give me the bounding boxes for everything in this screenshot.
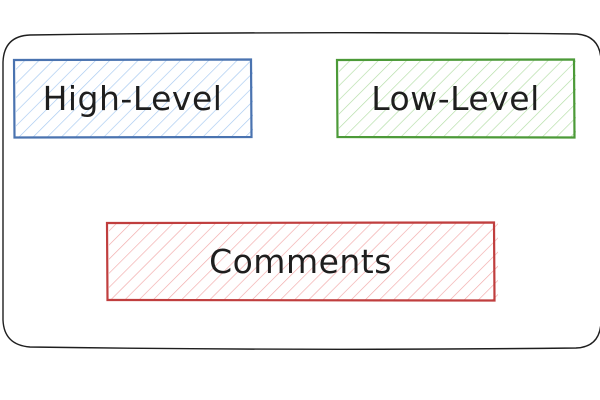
low-level-hatch <box>339 60 576 137</box>
outer-container <box>2 32 600 350</box>
high-level-box <box>12 58 253 139</box>
comments-hatch <box>109 222 498 300</box>
comments-box <box>105 221 496 302</box>
high-level-hatch <box>16 60 253 137</box>
low-level-box <box>335 58 576 139</box>
